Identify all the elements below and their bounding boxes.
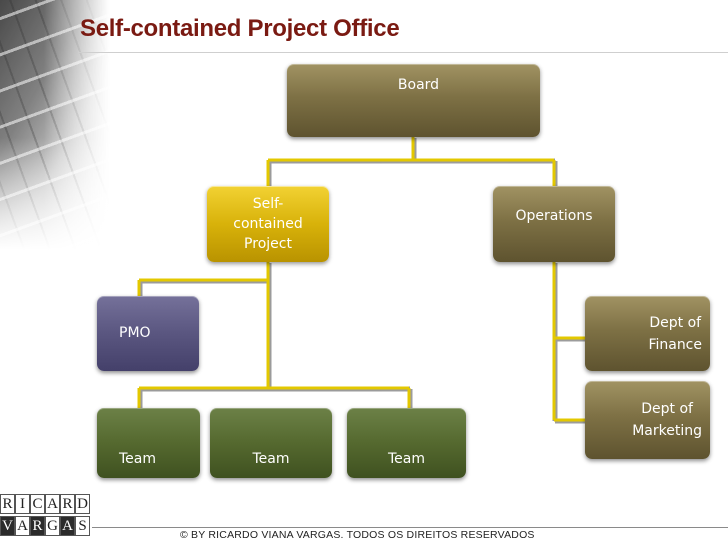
node-operations: Operations [493, 186, 615, 262]
node-pmo: PMO [97, 296, 199, 371]
node-team-2-label: Team [252, 451, 290, 467]
node-project-label-line1: Self- [252, 196, 284, 212]
node-dept-marketing-line2: Marketing [632, 423, 702, 439]
logo-letter: D [75, 494, 90, 514]
node-team-3-label: Team [387, 451, 425, 467]
logo-letter: A [60, 516, 75, 536]
node-operations-label: Operations [515, 207, 593, 224]
logo-letter: R [0, 494, 15, 514]
node-project-label-line2: contained [233, 216, 303, 232]
node-team-2: Team [210, 408, 332, 478]
logo-letter: R [60, 494, 75, 514]
logo-letter: A [15, 516, 30, 536]
node-self-contained-project: Self- contained Project [207, 186, 329, 262]
logo-letter: I [15, 494, 30, 514]
ricardo-vargas-logo: R I C A R D V A R G A S [0, 494, 90, 538]
logo-letter: S [75, 516, 90, 536]
node-board-label: Board [397, 77, 440, 93]
page-title: Self-contained Project Office [80, 15, 400, 42]
node-pmo-label: PMO [119, 325, 151, 341]
footer-copyright: © BY RICARDO VIANA VARGAS. TODOS OS DIRE… [180, 529, 535, 541]
node-dept-finance: Dept of Finance [585, 296, 710, 371]
node-dept-marketing: Dept of Marketing [585, 381, 710, 459]
node-dept-finance-line1: Dept of [649, 314, 702, 331]
node-team-3: Team [347, 408, 466, 478]
logo-letter: C [30, 494, 45, 514]
node-team-1-label: Team [119, 451, 157, 467]
footer-divider [92, 527, 728, 528]
node-project-label-line3: Project [244, 236, 292, 252]
node-team-1: Team [97, 408, 200, 478]
node-board: Board [287, 64, 540, 137]
title-divider [78, 52, 728, 53]
logo-letter: G [45, 516, 60, 536]
logo-letter: A [45, 494, 60, 514]
node-dept-finance-line2: Finance [648, 336, 702, 353]
logo-letter: V [0, 516, 15, 536]
logo-letter: R [30, 516, 45, 536]
node-dept-marketing-line1: Dept of [641, 401, 693, 417]
